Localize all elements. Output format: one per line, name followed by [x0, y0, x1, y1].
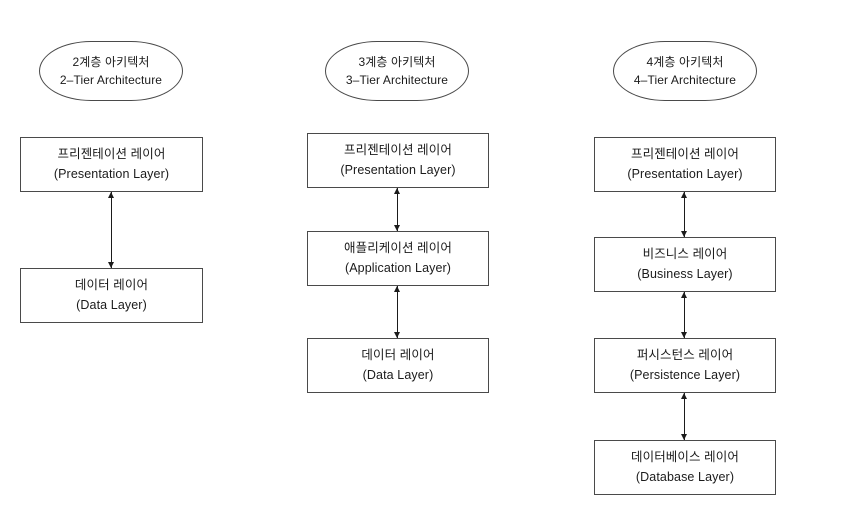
layer-name-ko: 데이터베이스 레이어 — [631, 449, 739, 464]
layer-name-en: (Persistence Layer) — [629, 367, 741, 382]
four-tier-title-en: 4–Tier Architecture — [633, 72, 737, 87]
layer-name-ko: 데이터 레이어 — [74, 277, 149, 292]
two-tier-data-layer-box: 데이터 레이어 (Data Layer) — [20, 268, 203, 323]
bidirectional-arrow — [681, 192, 687, 237]
four-tier-header-oval: 4계층 아키텍처 4–Tier Architecture — [613, 41, 757, 101]
layer-name-ko: 프리젠테이션 레이어 — [57, 146, 166, 161]
layer-name-ko: 비즈니스 레이어 — [642, 246, 728, 261]
three-tier-application-layer-box: 애플리케이션 레이어 (Application Layer) — [307, 231, 489, 286]
layer-name-ko: 애플리케이션 레이어 — [344, 240, 452, 255]
three-tier-title-ko: 3계층 아키텍처 — [358, 54, 436, 69]
layer-name-en: (Database Layer) — [635, 469, 735, 484]
two-tier-header-oval: 2계층 아키텍처 2–Tier Architecture — [39, 41, 183, 101]
bidirectional-arrow — [108, 192, 114, 268]
layer-name-en: (Presentation Layer) — [340, 162, 456, 177]
two-tier-title-ko: 2계층 아키텍처 — [72, 54, 150, 69]
layer-name-en: (Business Layer) — [637, 266, 733, 281]
bidirectional-arrow — [681, 292, 687, 338]
bidirectional-arrow — [394, 188, 400, 231]
layer-name-ko: 데이터 레이어 — [361, 347, 435, 362]
layer-name-ko: 퍼시스턴스 레이어 — [636, 347, 734, 362]
layer-name-en: (Application Layer) — [344, 260, 452, 275]
three-tier-data-layer-box: 데이터 레이어 (Data Layer) — [307, 338, 489, 393]
layer-name-en: (Presentation Layer) — [627, 166, 743, 181]
four-tier-title-ko: 4계층 아키텍처 — [646, 54, 724, 69]
bidirectional-arrow — [681, 393, 687, 440]
layer-name-en: (Presentation Layer) — [53, 166, 170, 181]
three-tier-presentation-layer-box: 프리젠테이션 레이어 (Presentation Layer) — [307, 133, 489, 188]
three-tier-header-oval: 3계층 아키텍처 3–Tier Architecture — [325, 41, 469, 101]
two-tier-presentation-layer-box: 프리젠테이션 레이어 (Presentation Layer) — [20, 137, 203, 192]
two-tier-title-en: 2–Tier Architecture — [59, 72, 163, 87]
layer-name-ko: 프리젠테이션 레이어 — [344, 142, 452, 157]
four-tier-database-layer-box: 데이터베이스 레이어 (Database Layer) — [594, 440, 776, 495]
layer-name-en: (Data Layer) — [362, 367, 434, 382]
layer-name-en: (Data Layer) — [76, 297, 147, 312]
three-tier-title-en: 3–Tier Architecture — [345, 72, 449, 87]
layer-name-ko: 프리젠테이션 레이어 — [631, 146, 739, 161]
four-tier-business-layer-box: 비즈니스 레이어 (Business Layer) — [594, 237, 776, 292]
bidirectional-arrow — [394, 286, 400, 338]
four-tier-persistence-layer-box: 퍼시스턴스 레이어 (Persistence Layer) — [594, 338, 776, 393]
four-tier-presentation-layer-box: 프리젠테이션 레이어 (Presentation Layer) — [594, 137, 776, 192]
